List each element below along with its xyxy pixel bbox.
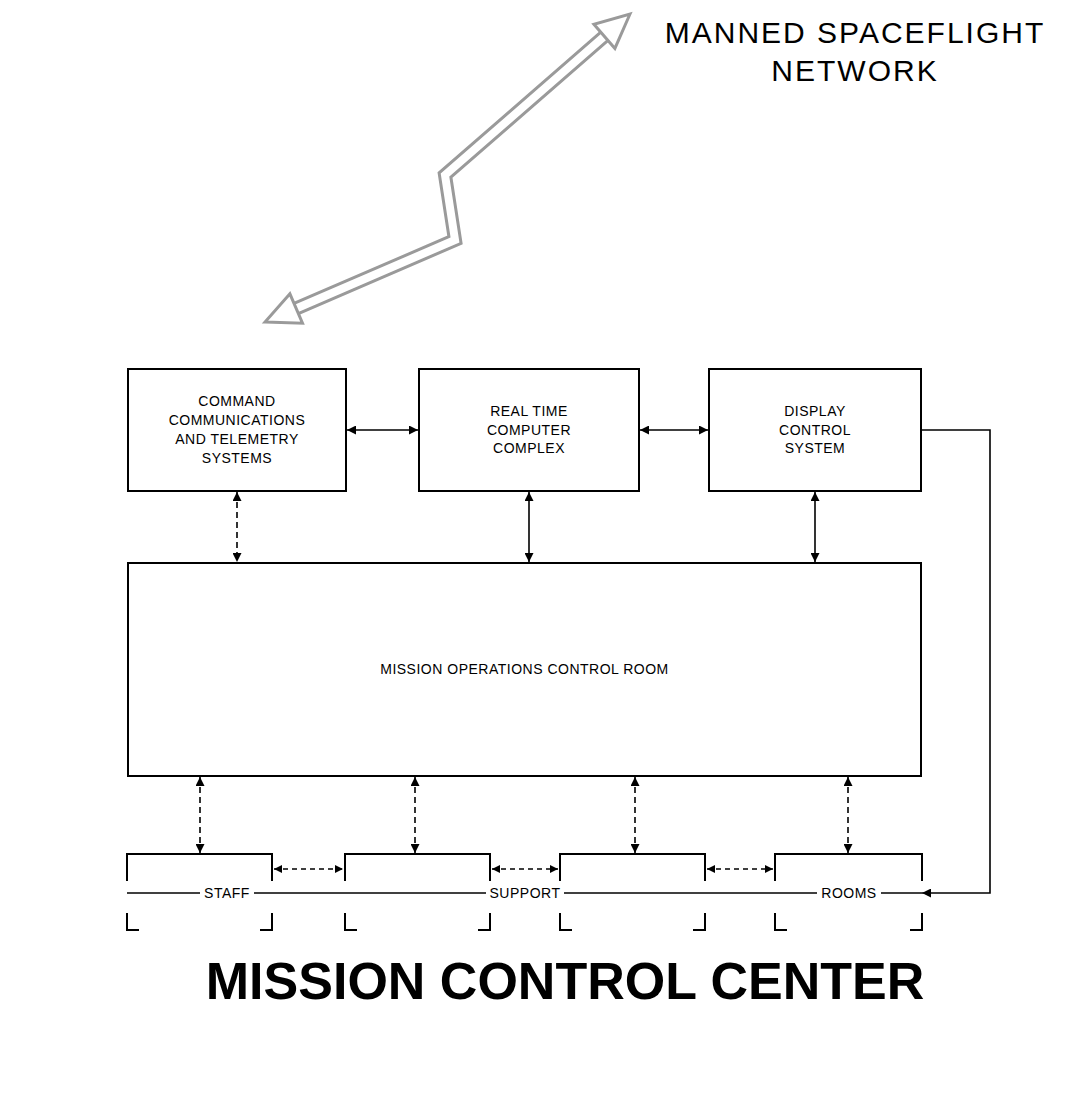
support-room-box bbox=[345, 854, 490, 930]
support-room-box bbox=[560, 854, 705, 930]
data-flow-arrow bbox=[414, 777, 416, 853]
room-link-arrow bbox=[707, 868, 773, 870]
staff-support-rooms: STAFF SUPPORT ROOMS bbox=[127, 853, 922, 931]
support-room-box bbox=[775, 854, 922, 930]
data-flow-arrow bbox=[347, 429, 418, 431]
center-title: MISSION CONTROL CENTER bbox=[196, 950, 934, 1014]
box-label: DISPLAY CONTROL SYSTEM bbox=[770, 402, 860, 459]
box-label: MISSION OPERATIONS CONTROL ROOM bbox=[380, 660, 669, 679]
data-flow-arrow bbox=[640, 429, 708, 431]
box-label: REAL TIME COMPUTER COMPLEX bbox=[474, 402, 584, 459]
center-title-holder: MISSION CONTROL CENTER bbox=[200, 950, 930, 1014]
center-panel bbox=[105, 340, 1003, 940]
link-shaft-outline bbox=[296, 36, 604, 308]
support-room-box bbox=[127, 854, 272, 930]
room-label-holder: ROOMS bbox=[749, 883, 949, 903]
data-flow-arrow bbox=[199, 777, 201, 853]
room-label: STAFF bbox=[200, 883, 254, 903]
data-flow-arrow bbox=[922, 430, 990, 893]
room-label: ROOMS bbox=[817, 883, 880, 903]
label-holder: MANNED SPACEFLIGHT NETWORK bbox=[640, 14, 1070, 89]
display-control-box: DISPLAY CONTROL SYSTEM bbox=[708, 368, 922, 492]
room-link-arrow bbox=[274, 868, 343, 870]
link-arrowhead bbox=[594, 14, 630, 48]
box-label: COMMAND COMMUNICATIONS AND TELEMETRY SYS… bbox=[152, 392, 322, 468]
data-flow-arrow bbox=[528, 492, 530, 562]
link-shaft-core bbox=[296, 36, 604, 308]
center-ground bbox=[40, 180, 1073, 1100]
room-label: SUPPORT bbox=[486, 883, 565, 903]
link-arrowhead bbox=[265, 294, 303, 323]
room-link-arrow bbox=[492, 868, 558, 870]
data-flow-arrow bbox=[634, 777, 636, 853]
room-label-holder: STAFF bbox=[127, 883, 327, 903]
data-flow-arrow bbox=[814, 492, 816, 562]
room-label-holder: SUPPORT bbox=[425, 883, 625, 903]
data-flow-arrow bbox=[236, 492, 238, 562]
network-title: MANNED SPACEFLIGHT NETWORK bbox=[640, 14, 1070, 89]
data-flow-arrow bbox=[847, 777, 849, 853]
computer-complex-box: REAL TIME COMPUTER COMPLEX bbox=[418, 368, 640, 492]
command-telemetry-box: COMMAND COMMUNICATIONS AND TELEMETRY SYS… bbox=[127, 368, 347, 492]
control-room-box: MISSION OPERATIONS CONTROL ROOM bbox=[127, 562, 922, 777]
